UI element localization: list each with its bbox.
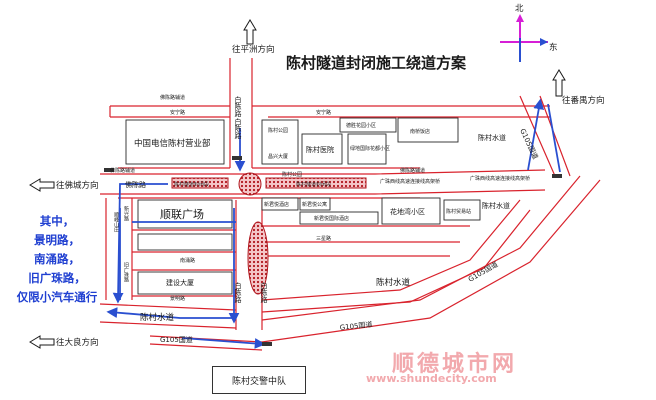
direction-west-label: 往佛城方向 [56,180,99,191]
roundabout [238,172,262,196]
place-xinjun-intl: 新君悦国际酒店 [314,215,349,222]
detour-route-sw [106,307,234,319]
road-label: 佛陈路 [125,180,146,189]
tunnel-closed-west [171,177,229,189]
road-west-vertical [105,198,133,300]
vehicle-restriction-note: 其中， 景明路， 南涌路， 旧广珠路， 仅限小汽车通行 [2,212,112,307]
road-label: 景明路 [170,295,185,302]
block-shunlian [137,199,233,229]
road-label: 白陈路 [234,117,242,140]
tunnel-closed-south [247,221,269,295]
road-label: 三星路 [316,235,331,242]
traffic-light-icon [104,168,114,172]
arrow-west-icon [29,178,55,192]
place-lvdi: 绿地国际花都小区 [350,145,390,152]
road-label: 白陈路 [234,95,242,118]
block-desheng [339,117,397,133]
road-label: 白陈路 [260,281,268,304]
place-changxing: 昌兴大厦 [268,153,288,160]
road-anning [110,105,550,118]
arrow-north-icon [243,19,257,45]
road-label: 陈村水道 [140,312,175,323]
note-line: 景明路， [34,233,80,247]
detour-route-east-up [527,98,545,171]
road-label: 陈村水道 [478,133,506,142]
place-nanqiao: 南桥饭店 [410,128,430,135]
road-label: 新兴路 [123,205,129,222]
place-jianshe: 建设大厦 [166,278,194,287]
watermark-url: www.shundecity.com [366,372,497,385]
place-huadiwan: 花地湾小区 [390,207,425,216]
road-label: 陈村公园 [268,127,288,134]
place-trade: 陈村贸易站 [446,208,471,215]
note-line: 南涌路， [34,252,80,266]
block-park [261,119,299,165]
road-chencun-sw [99,303,237,329]
road-label: 佛陈路辅道 [110,167,135,174]
road-label: G105国道 [518,127,540,161]
traffic-light-icon [552,174,562,178]
place-xinjun-apt: 新君悦公寓 [302,201,327,208]
road-label: 佛陈路辅道 [400,167,425,174]
note-line: 旧广珠路， [28,271,86,285]
detour-route-south [181,337,266,349]
direction-northeast-label: 往番禺方向 [562,95,605,106]
compass-north-label: 北 [515,4,524,14]
road-foyi [100,169,546,195]
place-xinjun-hotel: 新君悦酒店 [264,201,289,208]
road-label: G105国道 [467,260,500,284]
block-jianshe [137,271,233,295]
place-telecom: 中国电信陈村营业部 [134,138,211,149]
road-label: 安宁路 [316,109,331,116]
arrow-northeast-icon [552,69,566,97]
block-telecom [125,119,225,165]
detour-route-east-down [547,103,561,173]
tunnel-closed-east [265,177,367,189]
road-label: 旧广珠路 [123,261,129,283]
road-label: 南涌路 [180,257,195,264]
block-nanqiao [397,117,459,143]
road-label: 陈村隧道封闭段 [174,181,209,188]
note-line: 仅限小汽车通行 [16,290,98,304]
place-hospital: 陈村医院 [306,145,334,154]
direction-north-label: 往平洲方向 [232,44,275,55]
road-label: G105国道 [160,335,193,344]
watermark: 顺德城市网 [392,352,518,377]
road-label: 顺峰山庄 [113,212,119,233]
place-park: 陈村公园 [282,171,302,178]
road-label: 白陈路 [234,281,242,304]
arrow-southwest-icon [29,335,55,349]
road-label: 陈村水道 [376,277,411,288]
traffic-police-station: 陈村交警中队 [212,366,306,394]
page-title: 陈村隧道封闭施工绕道方案 [286,54,467,72]
traffic-light-icon [232,156,242,160]
traffic-light-icon [262,342,272,346]
block-trade [443,199,481,221]
road-label: 陈村水道 [482,201,510,210]
place-desheng: 德胜花园小区 [346,122,376,129]
road-label: G105国道 [339,320,373,332]
road-label: 广珠西线高速连接线高架桥 [380,178,440,185]
compass-icon [500,14,548,62]
road-label: 陈村隧道封闭段 [296,181,331,188]
road-label: 安宁路 [170,109,185,116]
road-baichen-north [229,58,253,168]
compass-east-label: 东 [549,42,558,53]
place-shunlian: 顺联广场 [160,207,204,221]
direction-southwest-label: 往大良方向 [56,337,99,348]
block-hospital [301,133,343,165]
block-huadiwan [381,197,441,225]
note-line: 其中， [39,214,75,228]
detour-route-foyi [112,183,168,304]
road-label: 佛陈路辅道 [160,94,185,101]
block-lvdi [347,133,387,165]
road-label: 广珠西线高速连接线高架桥 [470,175,530,182]
